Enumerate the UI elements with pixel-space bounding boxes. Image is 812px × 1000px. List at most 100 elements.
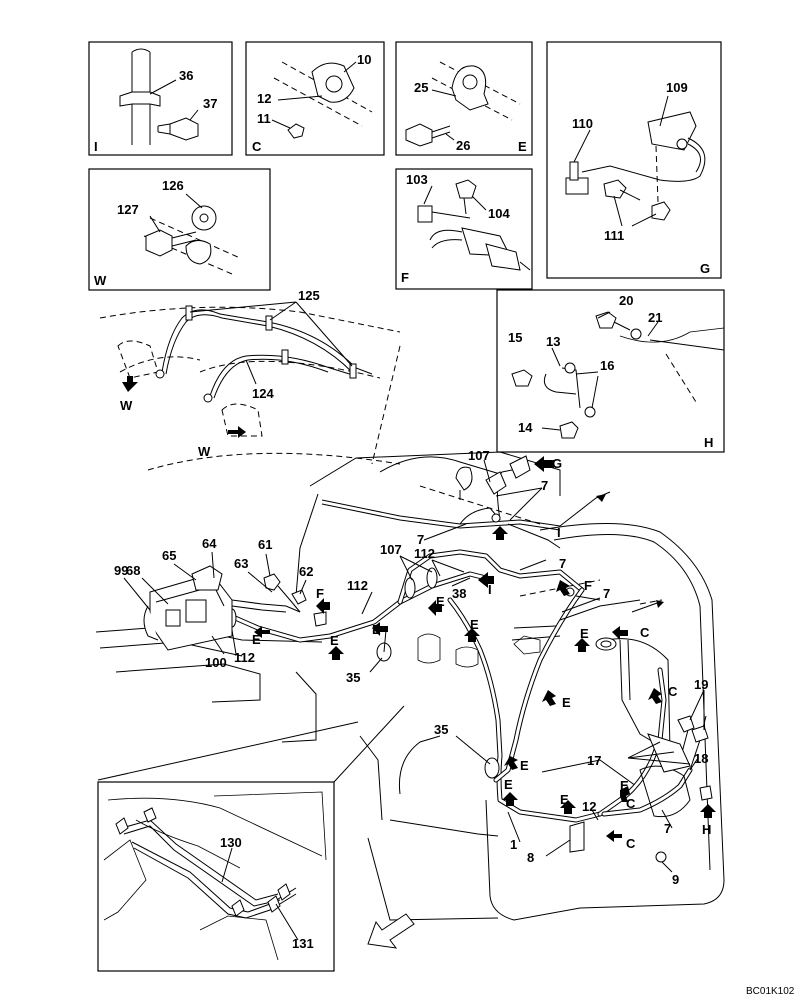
part-label: 20 <box>619 293 633 308</box>
view-letter: C <box>252 139 262 154</box>
left-component-cluster: 99 65 68 64 63 61 62 100 112 <box>114 536 327 670</box>
front-direction-arrow <box>367 913 415 949</box>
view-letter: G <box>700 261 710 276</box>
part-label: 112 <box>414 546 435 561</box>
part-label: 109 <box>666 80 688 95</box>
part-label: 13 <box>546 334 560 349</box>
part-label: 14 <box>518 420 533 435</box>
part-label: 65 <box>162 548 176 563</box>
part-label: 38 <box>452 586 466 601</box>
part-label: 37 <box>203 96 217 111</box>
view-arrow-label: C <box>640 625 650 640</box>
part-label: 21 <box>648 310 662 325</box>
view-arrow-label: W <box>198 444 211 459</box>
view-arrow-label: I <box>488 582 492 597</box>
view-letter: H <box>704 435 713 450</box>
part-label: 112 <box>234 650 255 665</box>
part-label: 64 <box>202 536 217 551</box>
part-label: 112 <box>347 578 368 593</box>
view-arrow-label: H <box>702 822 711 837</box>
view-arrow-label: E <box>372 622 381 637</box>
upper-harness-section: 125 124 W W <box>99 288 401 471</box>
view-arrow-label: E <box>580 626 589 641</box>
view-arrow-label: C <box>626 796 636 811</box>
detail-view-w: 126 127 W <box>88 168 271 291</box>
part-label: 111 <box>604 228 624 243</box>
view-arrow-label: E <box>562 695 571 710</box>
view-arrow-label: G <box>552 456 562 471</box>
part-label: 131 <box>292 936 314 951</box>
view-letter: I <box>94 139 98 154</box>
view-letter: F <box>401 270 409 285</box>
view-arrow-label: E <box>252 632 261 647</box>
detail-view-h: 20 21 15 13 16 14 H <box>496 289 725 453</box>
part-label: 35 <box>434 722 448 737</box>
part-label: 1 <box>510 837 517 852</box>
view-arrow-label: E <box>560 792 569 807</box>
part-label: 62 <box>299 564 313 579</box>
part-label: 12 <box>582 799 596 814</box>
part-label: 124 <box>252 386 274 401</box>
part-label: 104 <box>488 206 510 221</box>
detail-view-f: 103 104 F <box>395 168 533 290</box>
part-label: 12 <box>257 91 271 106</box>
part-label: 19 <box>694 677 708 692</box>
part-label: 107 <box>468 448 490 463</box>
view-arrow-label: E <box>470 617 479 632</box>
part-label: 110 <box>572 116 593 131</box>
view-arrow-label: C <box>668 684 678 699</box>
inset-view: 130 131 <box>97 705 405 972</box>
detail-view-g: 109 110 111 G <box>546 41 722 279</box>
view-arrow-label: E <box>620 778 629 793</box>
part-label: 68 <box>126 563 140 578</box>
main-harness <box>223 455 713 863</box>
part-label: 35 <box>346 670 360 685</box>
part-label: 7 <box>541 478 548 493</box>
detail-view-c: 10 12 11 C <box>245 41 385 156</box>
view-arrow-label: F <box>316 586 324 601</box>
part-label: 7 <box>559 556 566 571</box>
view-letter: E <box>518 139 527 154</box>
part-label: 99 <box>114 563 128 578</box>
part-label: 100 <box>205 655 227 670</box>
part-label: 15 <box>508 330 522 345</box>
detail-view-i: 36 37 I <box>88 41 233 156</box>
view-arrow-label: I <box>557 525 561 540</box>
detail-view-e: 25 26 E <box>395 41 533 156</box>
view-arrow-label: E <box>504 777 513 792</box>
part-label: 36 <box>179 68 193 83</box>
view-arrow-label: W <box>120 398 133 413</box>
part-label: 10 <box>357 52 371 67</box>
view-arrows: G I I F F E E E E E E E E E E E C C C C … <box>252 456 716 851</box>
part-label: 61 <box>258 537 272 552</box>
part-label: 127 <box>117 202 139 217</box>
part-label: 17 <box>587 753 601 768</box>
view-arrow-label: E <box>436 594 445 609</box>
view-arrow-label: E <box>330 633 339 648</box>
part-label: 130 <box>220 835 242 850</box>
part-label: 7 <box>417 532 424 547</box>
part-label: 7 <box>603 586 610 601</box>
part-label: 63 <box>234 556 248 571</box>
part-label: 107 <box>380 542 402 557</box>
part-label: 16 <box>600 358 614 373</box>
part-label: 125 <box>298 288 320 303</box>
part-label: 8 <box>527 850 534 865</box>
machine-frame <box>95 451 725 921</box>
part-label: 126 <box>162 178 184 193</box>
view-arrow-label: F <box>584 578 592 593</box>
part-label: 25 <box>414 80 428 95</box>
view-letter: W <box>94 273 107 288</box>
part-label: 7 <box>664 821 671 836</box>
main-labels: 107 107 112 112 38 7 7 7 7 35 35 19 17 1… <box>346 448 708 887</box>
part-label: 26 <box>456 138 470 153</box>
part-label: 9 <box>672 872 679 887</box>
part-label: 103 <box>406 172 428 187</box>
view-arrow-label: E <box>520 758 529 773</box>
drawing-code: BC01K102 <box>746 986 795 997</box>
part-label: 18 <box>694 751 708 766</box>
view-arrow-label: C <box>626 836 636 851</box>
part-label: 11 <box>257 111 271 126</box>
